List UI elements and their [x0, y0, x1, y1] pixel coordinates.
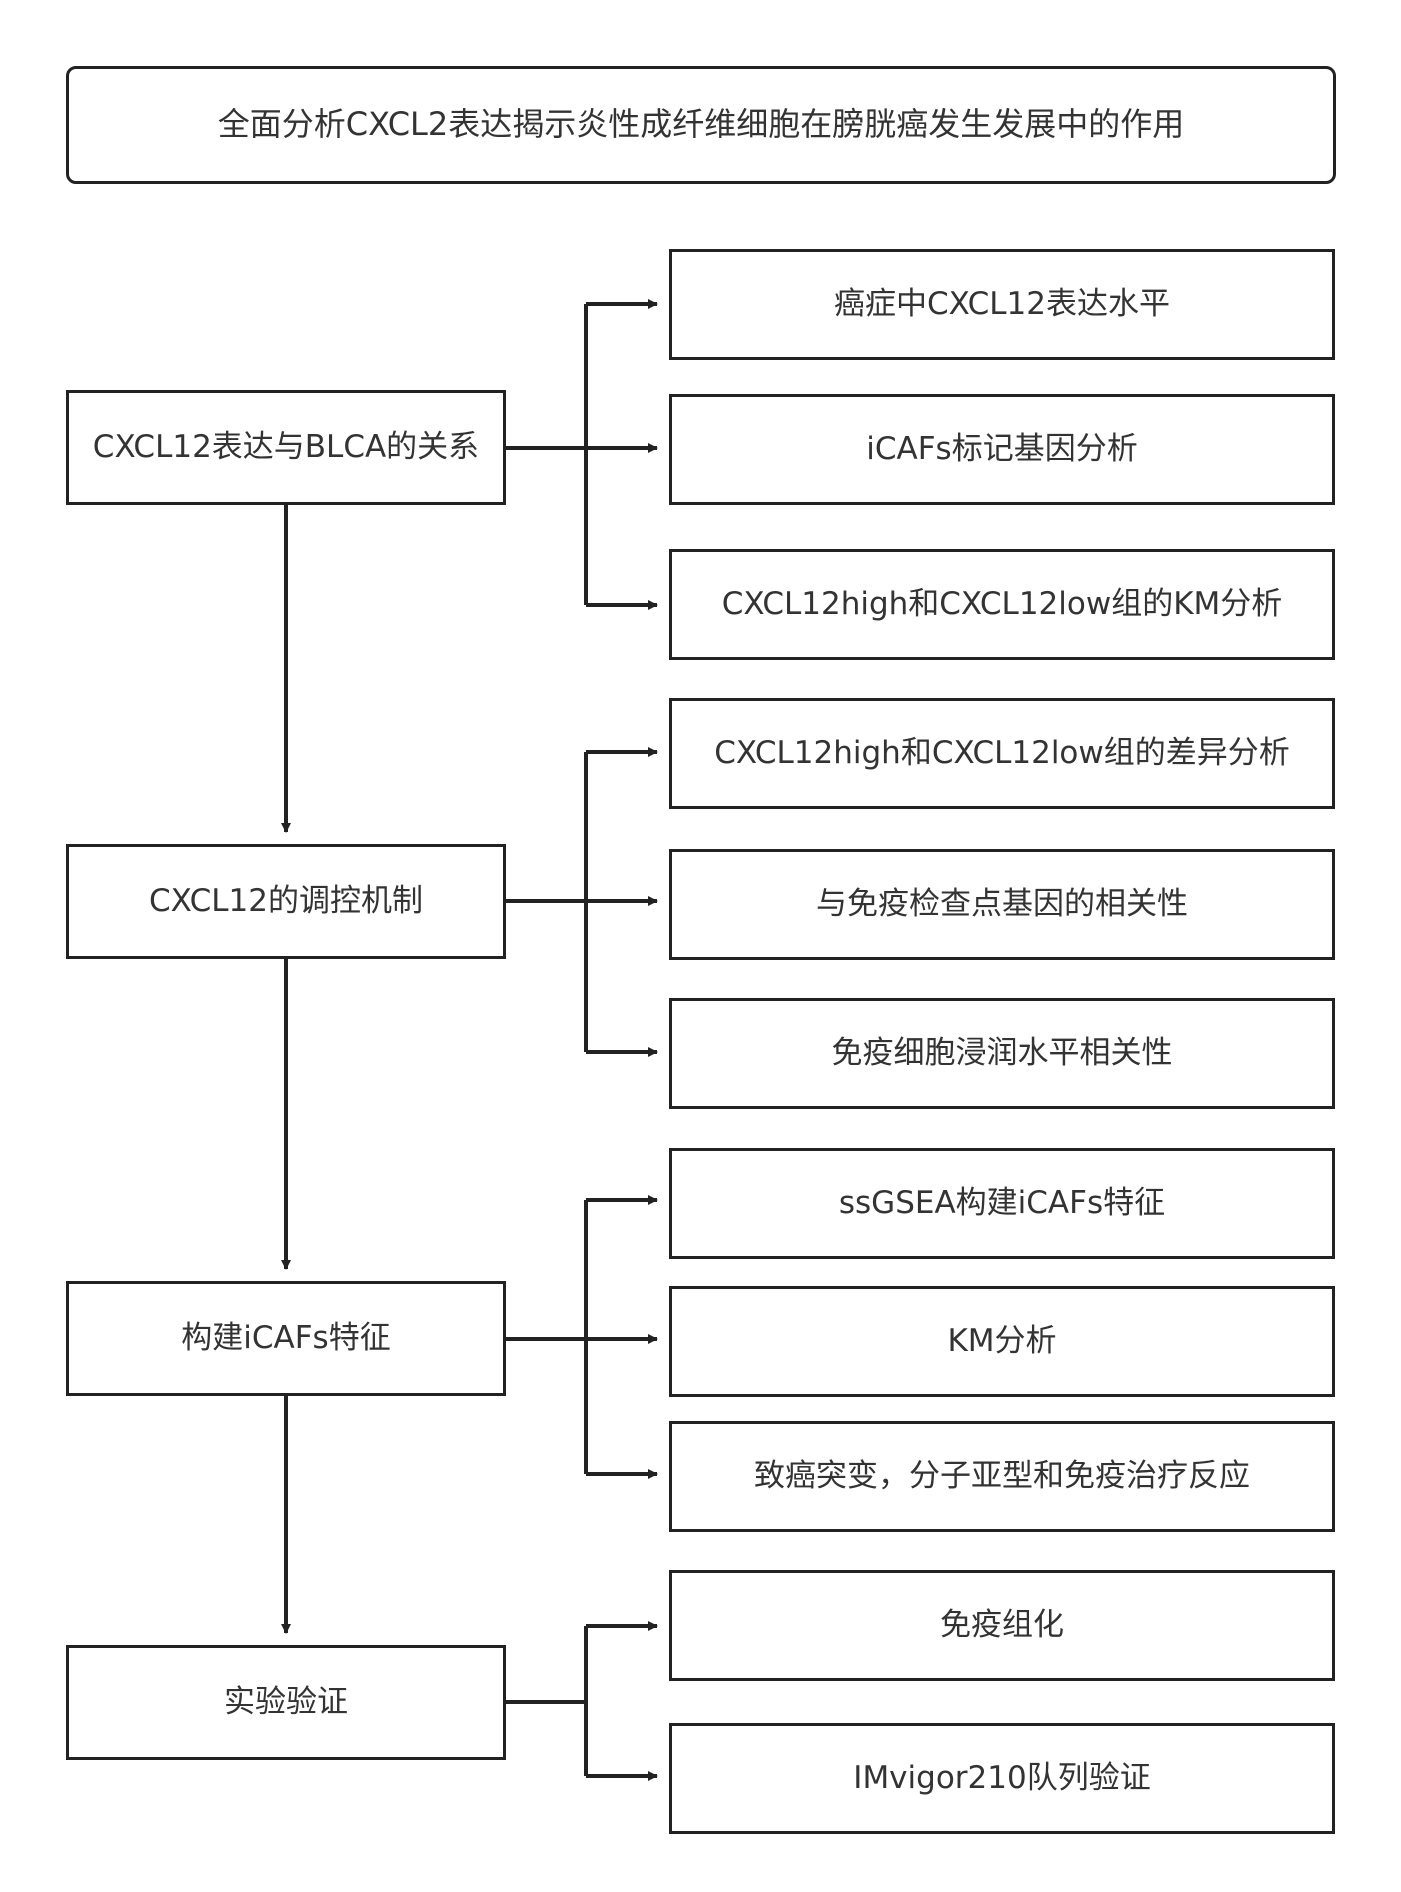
branch-group-step3: [506, 1195, 658, 1479]
detail-label-3-2: KM分析: [947, 1322, 1057, 1359]
detail-box-4-2: IMvigor210队列验证: [669, 1723, 1335, 1834]
title-box: 全面分析CXCL2表达揭示炎性成纤维细胞在膀胱癌发生发展中的作用: [66, 66, 1336, 184]
branch-group-step2: [506, 747, 658, 1057]
detail-box-2-1: CXCL12high和CXCL12low组的差异分析: [669, 698, 1335, 809]
main-step-4-box: 实验验证: [66, 1645, 506, 1760]
detail-box-1-2: iCAFs标记基因分析: [669, 394, 1335, 505]
detail-label-1-1: 癌症中CXCL12表达水平: [834, 285, 1170, 322]
detail-box-3-3: 致癌突变，分子亚型和免疫治疗反应: [669, 1421, 1335, 1532]
main-step-4-label: 实验验证: [224, 1683, 348, 1720]
main-step-1-label: CXCL12表达与BLCA的关系: [92, 428, 480, 465]
detail-label-2-1: CXCL12high和CXCL12low组的差异分析: [714, 734, 1290, 771]
detail-box-3-1: ssGSEA构建iCAFs特征: [669, 1148, 1335, 1259]
main-step-3-box: 构建iCAFs特征: [66, 1281, 506, 1396]
main-step-1-box: CXCL12表达与BLCA的关系: [66, 390, 506, 505]
detail-label-2-3: 免疫细胞浸润水平相关性: [831, 1034, 1173, 1071]
branch-group-step4: [506, 1621, 658, 1781]
detail-box-3-2: KM分析: [669, 1286, 1335, 1397]
detail-label-4-1: 免疫组化: [940, 1606, 1064, 1643]
title-text: 全面分析CXCL2表达揭示炎性成纤维细胞在膀胱癌发生发展中的作用: [217, 105, 1185, 144]
detail-label-3-3: 致癌突变，分子亚型和免疫治疗反应: [754, 1457, 1250, 1494]
main-step-3-label: 构建iCAFs特征: [181, 1319, 391, 1356]
detail-box-2-2: 与免疫检查点基因的相关性: [669, 849, 1335, 960]
detail-box-1-1: 癌症中CXCL12表达水平: [669, 249, 1335, 360]
detail-label-3-1: ssGSEA构建iCAFs特征: [838, 1184, 1166, 1221]
detail-label-1-3: CXCL12high和CXCL12low组的KM分析: [721, 585, 1283, 622]
detail-box-2-3: 免疫细胞浸润水平相关性: [669, 998, 1335, 1109]
main-step-2-box: CXCL12的调控机制: [66, 844, 506, 959]
detail-label-2-2: 与免疫检查点基因的相关性: [816, 885, 1188, 922]
main-step-2-label: CXCL12的调控机制: [149, 882, 423, 919]
detail-label-4-2: IMvigor210队列验证: [853, 1759, 1151, 1796]
branch-group-step1: [506, 299, 658, 610]
detail-label-1-2: iCAFs标记基因分析: [866, 430, 1138, 467]
detail-box-1-3: CXCL12high和CXCL12low组的KM分析: [669, 549, 1335, 660]
detail-box-4-1: 免疫组化: [669, 1570, 1335, 1681]
